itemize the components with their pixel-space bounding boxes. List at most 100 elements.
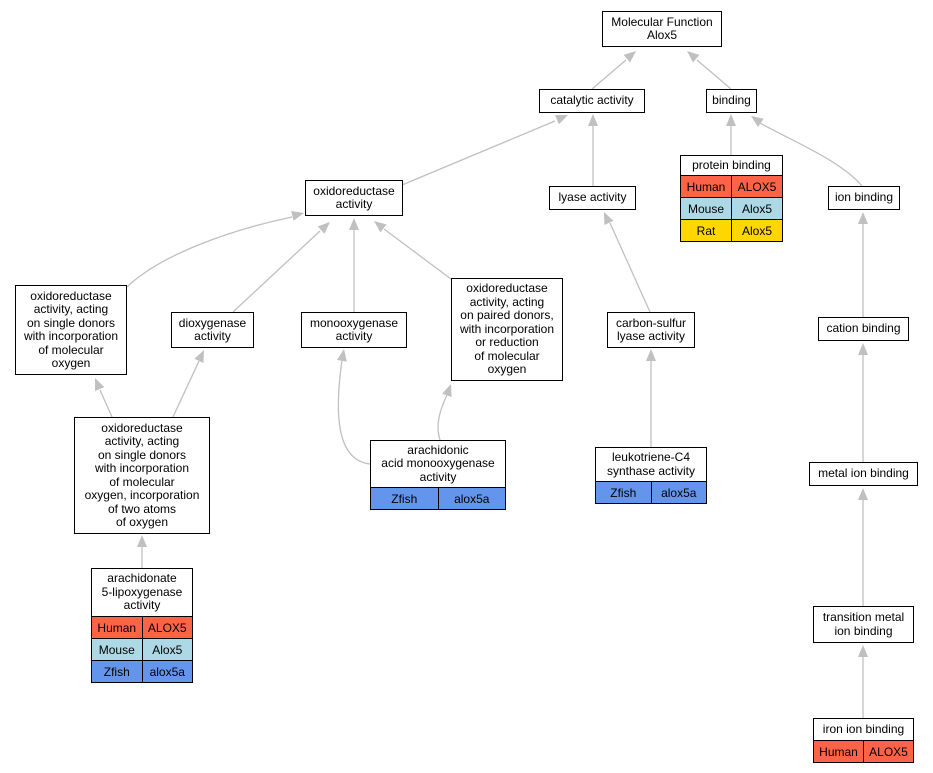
- edge-iron-ion: [858, 645, 868, 718]
- node-binding[interactable]: binding: [706, 89, 757, 113]
- arrowhead-icon: [442, 384, 452, 397]
- edge-metal-ion: [858, 343, 868, 462]
- arrowhead-icon: [858, 212, 868, 224]
- gene-cell: Alox5: [731, 198, 782, 219]
- arrowhead-icon: [555, 115, 568, 125]
- gene-row-rat[interactable]: Rat Alox5: [681, 219, 782, 241]
- species-cell: Zfish: [371, 488, 438, 509]
- edge-transition-metal: [858, 488, 868, 606]
- gene-cell: alox5a: [437, 488, 505, 509]
- node-leukotriene-c4-synthase[interactable]: leukotriene-C4 synthase activity Zfish a…: [595, 447, 707, 504]
- edge-ox-two-atoms-dioxygenase: [172, 350, 204, 418]
- node-ion-binding[interactable]: ion binding: [828, 186, 900, 210]
- arrowhead-icon: [588, 114, 598, 126]
- gene-row-human[interactable]: Human ALOX5: [92, 616, 192, 638]
- gene-row-mouse[interactable]: Mouse Alox5: [92, 638, 192, 660]
- arrowhead-icon: [858, 645, 868, 657]
- node-label: oxidoreductase activity, acting on paire…: [459, 281, 555, 377]
- edge-protein-binding: [726, 114, 736, 155]
- node-transition-metal-ion-binding[interactable]: transition metal ion binding: [813, 606, 914, 643]
- arrowhead-icon: [317, 222, 330, 234]
- arrowhead-icon: [604, 212, 614, 225]
- node-oxidoreductase-two-atoms[interactable]: oxidoreductase activity, acting on singl…: [74, 417, 210, 534]
- gene-cell: Alox5: [731, 220, 782, 241]
- edge-ox-paired: [374, 221, 456, 283]
- node-carbon-sulfur-lyase[interactable]: carbon-sulfur lyase activity: [607, 312, 695, 348]
- node-label: Molecular Function Alox5: [611, 14, 713, 42]
- gene-row-zfish[interactable]: Zfish alox5a: [371, 487, 505, 509]
- node-protein-binding[interactable]: protein binding Human ALOX5 Mouse Alox5 …: [680, 155, 783, 242]
- gene-cell: ALOX5: [863, 741, 913, 762]
- edge-leukotriene: [646, 349, 656, 447]
- edge-carbon-sulfur: [604, 212, 651, 313]
- node-label: oxidoreductase activity, acting on singl…: [84, 420, 200, 529]
- edge-cation-binding: [858, 212, 868, 317]
- gene-cell: ALOX5: [731, 176, 782, 197]
- node-label: transition metal ion binding: [822, 610, 905, 638]
- edge-lipoxygenase: [137, 535, 147, 568]
- edge-arachidonic-monooxygenase: [336, 349, 371, 465]
- species-cell: Mouse: [681, 198, 731, 219]
- node-arachidonate-5-lipoxygenase[interactable]: arachidonate 5-lipoxygenase activity Hum…: [91, 568, 193, 683]
- species-cell: Mouse: [92, 639, 142, 660]
- gene-row-human[interactable]: Human ALOX5: [681, 175, 782, 197]
- node-label: oxidoreductase activity, acting on singl…: [23, 288, 119, 370]
- arrowhead-icon: [858, 343, 868, 355]
- node-oxidoreductase-activity[interactable]: oxidoreductase activity: [305, 180, 403, 216]
- arrowhead-icon: [291, 211, 304, 221]
- node-arachidonic-acid-monooxygenase[interactable]: arachidonic acid monooxygenase activity …: [370, 440, 506, 510]
- arrowhead-icon: [194, 350, 204, 363]
- node-catalytic-activity[interactable]: catalytic activity: [539, 89, 645, 113]
- node-label: monooxygenase activity: [309, 315, 399, 343]
- gene-row-human[interactable]: Human ALOX5: [814, 740, 913, 762]
- node-label: lyase activity: [558, 190, 627, 205]
- node-label: arachidonate 5-lipoxygenase activity: [101, 571, 183, 613]
- arrowhead-icon: [858, 488, 868, 500]
- arrowhead-icon: [137, 535, 147, 547]
- edge-ox-two-atoms-single: [95, 378, 113, 418]
- edge-oxidoreductase-catalytic: [401, 115, 568, 186]
- species-cell: Human: [814, 741, 863, 762]
- node-label: iron ion binding: [822, 721, 905, 736]
- node-label: dioxygenase activity: [178, 315, 247, 343]
- edge-dioxygenase: [232, 222, 330, 313]
- node-label: ion binding: [834, 190, 894, 205]
- edge-monooxygenase: [349, 218, 359, 312]
- node-oxidoreductase-paired-donors[interactable]: oxidoreductase activity, acting on paire…: [451, 278, 563, 381]
- species-cell: Human: [681, 176, 731, 197]
- arrowhead-icon: [349, 218, 359, 230]
- edge-catalytic-root: [591, 51, 636, 90]
- arrowhead-icon: [646, 349, 656, 361]
- arrowhead-icon: [623, 51, 636, 63]
- node-dioxygenase-activity[interactable]: dioxygenase activity: [171, 312, 254, 348]
- arrowhead-icon: [95, 378, 105, 391]
- species-cell: Rat: [681, 220, 731, 241]
- node-label: carbon-sulfur lyase activity: [615, 315, 687, 343]
- node-label: metal ion binding: [818, 466, 909, 481]
- gene-row-zfish[interactable]: Zfish alox5a: [596, 481, 706, 503]
- node-label: leukotriene-C4 synthase activity: [606, 450, 696, 478]
- species-cell: Zfish: [92, 661, 142, 682]
- gene-row-mouse[interactable]: Mouse Alox5: [681, 197, 782, 219]
- edge-lyase-catalytic: [588, 114, 598, 186]
- edge-ion-binding: [751, 116, 863, 187]
- node-molecular-function[interactable]: Molecular Function Alox5: [602, 11, 722, 47]
- node-lyase-activity[interactable]: lyase activity: [549, 186, 636, 210]
- node-label: arachidonic acid monooxygenase activity: [381, 442, 495, 484]
- node-label: protein binding: [692, 157, 771, 172]
- arrowhead-icon: [687, 51, 700, 63]
- node-iron-ion-binding[interactable]: iron ion binding Human ALOX5: [813, 718, 914, 763]
- node-label: catalytic activity: [550, 93, 634, 108]
- gene-cell: Alox5: [141, 639, 192, 660]
- node-oxidoreductase-single-donors[interactable]: oxidoreductase activity, acting on singl…: [15, 285, 127, 375]
- node-cation-binding[interactable]: cation binding: [818, 317, 909, 341]
- gene-cell: ALOX5: [141, 617, 192, 638]
- species-cell: Zfish: [596, 482, 651, 503]
- node-metal-ion-binding[interactable]: metal ion binding: [809, 462, 918, 486]
- node-monooxygenase-activity[interactable]: monooxygenase activity: [301, 312, 407, 348]
- node-label: cation binding: [826, 321, 901, 336]
- node-label: binding: [712, 93, 751, 108]
- gene-row-zfish[interactable]: Zfish alox5a: [92, 660, 192, 682]
